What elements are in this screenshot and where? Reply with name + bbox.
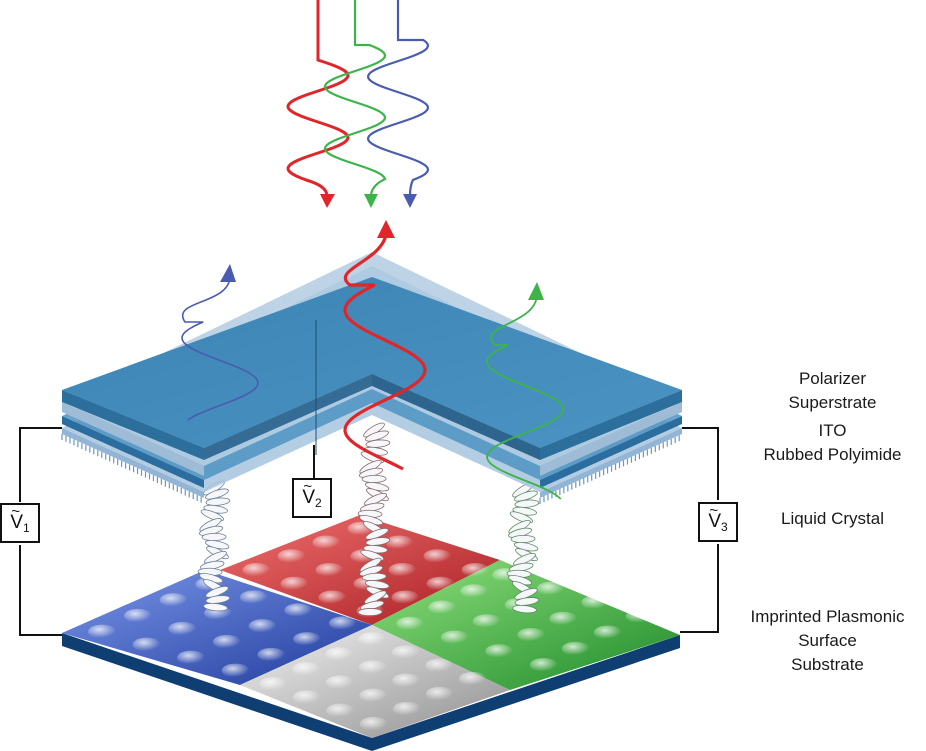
label-plasmonic-line2: Surface: [798, 631, 857, 650]
label-plasmonic-line3: Substrate: [791, 655, 864, 674]
arrow-up-icon: [377, 220, 395, 238]
green-plasmonic-region: [372, 560, 680, 690]
arrow-down-icon: [320, 194, 335, 208]
layer-stack: [61, 252, 682, 504]
circuit-wires: [19, 427, 719, 636]
blue-plasmonic-region: [62, 570, 372, 685]
liquid-crystal-helix-icon: [506, 482, 540, 614]
plasmonic-substrate: [62, 515, 680, 751]
arrow-up-icon: [220, 264, 236, 282]
silver-plasmonic-region: [240, 625, 510, 738]
surface-bumps: [88, 521, 654, 731]
reflected-red-wave: [343, 234, 427, 471]
label-plasmonic-line1: Imprinted Plasmonic: [750, 607, 905, 626]
label-liquid-crystal: Liquid Crystal: [781, 509, 884, 528]
arrow-up-icon: [528, 282, 544, 300]
voltage-source-3: ~V3: [698, 502, 738, 542]
voltage-source-1: ~V1: [0, 503, 40, 543]
liquid-crystal-helices: [197, 422, 540, 617]
reflected-green-wave: [486, 293, 564, 500]
label-polarizer: Polarizer: [798, 369, 867, 388]
polarizer-layer: [62, 277, 682, 460]
label-superstrate: Superstrate: [788, 393, 877, 412]
label-rubbed-polyimide: Rubbed Polyimide: [763, 445, 902, 464]
incident-light: [286, 0, 430, 208]
liquid-crystal-helix-icon: [197, 480, 231, 612]
arrow-down-icon: [403, 194, 417, 208]
reflected-light: [181, 220, 564, 500]
liquid-crystal-helix-icon: [357, 422, 391, 617]
reflected-blue-wave: [181, 275, 259, 421]
label-ito: ITO: [818, 421, 847, 440]
incident-red-wave: [286, 0, 350, 197]
arrow-down-icon: [364, 194, 378, 208]
incident-blue-wave: [366, 0, 430, 197]
voltage-source-2: ~V2: [292, 478, 332, 518]
incident-green-wave: [323, 0, 387, 197]
